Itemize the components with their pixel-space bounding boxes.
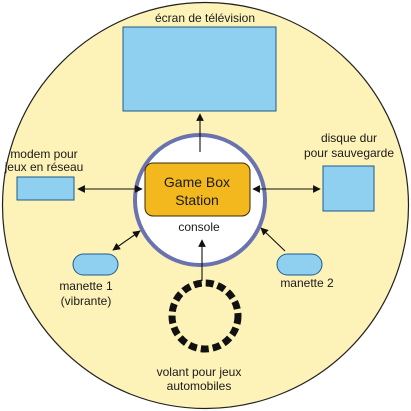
controller-2 — [276, 253, 323, 276]
disk-label-line2: pour sauvegarde — [304, 146, 394, 160]
modem-label-line1: modem pour — [10, 147, 77, 161]
controller-1 — [72, 253, 119, 276]
connector-arrows — [77, 113, 321, 281]
console-box — [144, 162, 251, 217]
arrow-controller1-console — [112, 230, 141, 251]
steering-wheel — [168, 279, 242, 353]
wheel-label-line1: volant pour jeux — [157, 365, 242, 379]
tv-screen — [122, 26, 277, 112]
hard-disk-box — [322, 165, 375, 212]
controller-2-label: manette 2 — [280, 276, 334, 290]
modem-label-line2: jeux en réseau — [4, 160, 84, 174]
console-caption: console — [178, 220, 220, 234]
modem-box — [16, 176, 75, 201]
controller-1-label-line1: manette 1 — [59, 279, 113, 293]
arrow-controller2-console — [260, 227, 286, 252]
console-title-line2: Station — [175, 192, 219, 208]
disk-label-line1: disque dur — [321, 131, 377, 145]
controller-1-label-line2: (vibrante) — [61, 294, 112, 308]
wheel-label-line2: automobiles — [167, 379, 232, 393]
console-title-line1: Game Box — [164, 174, 230, 190]
tv-label: écran de télévision — [155, 11, 255, 25]
